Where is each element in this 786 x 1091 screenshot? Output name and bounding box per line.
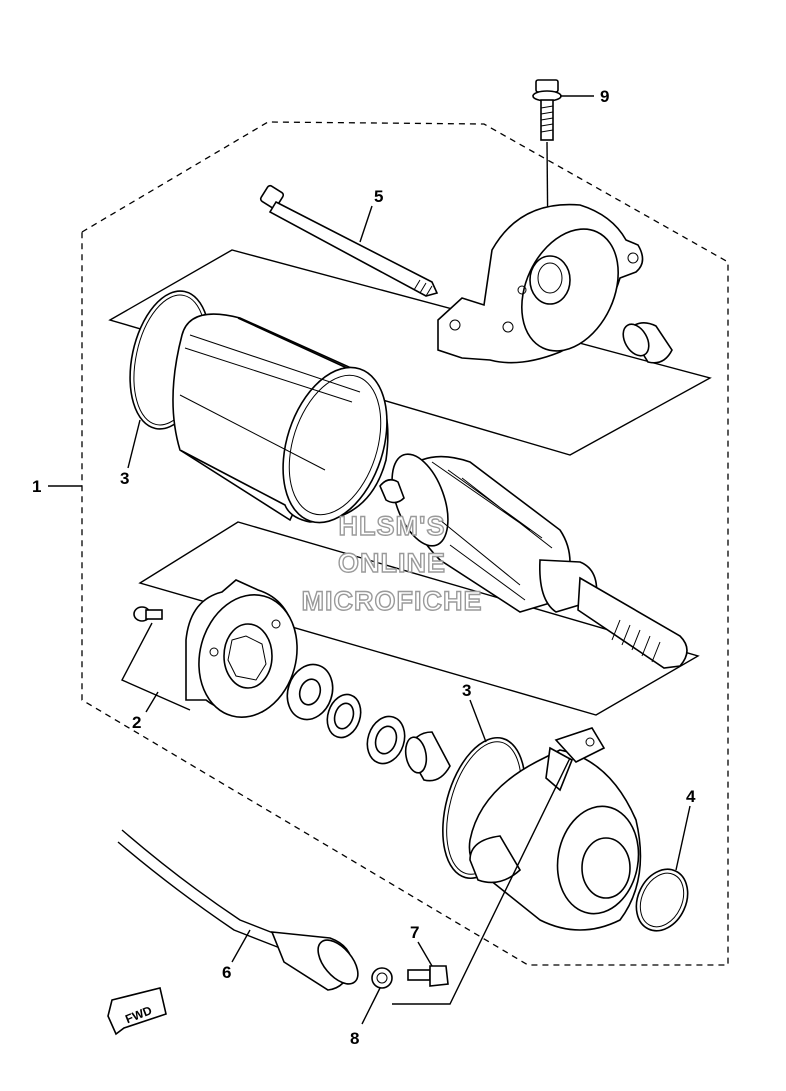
callout-3-upper: 3 xyxy=(120,469,129,488)
yoke-plane xyxy=(108,249,712,456)
callout-8: 8 xyxy=(350,1029,359,1048)
watermark-line-2: ONLINE xyxy=(338,548,446,578)
bearing xyxy=(366,715,406,765)
rear-cover xyxy=(437,203,644,364)
needle-bearing xyxy=(404,731,451,782)
brush-holder-cover xyxy=(468,727,642,931)
armature xyxy=(379,453,688,669)
washer-large xyxy=(286,663,334,721)
o-ring-4 xyxy=(635,868,689,932)
callout-7: 7 xyxy=(410,923,419,942)
leader-3a xyxy=(127,419,141,469)
fwd-arrow-icon: FWD xyxy=(107,987,167,1036)
armature-plane xyxy=(138,521,700,716)
screw-2 xyxy=(133,606,163,622)
callout-2: 2 xyxy=(132,713,141,732)
leader-8 xyxy=(361,987,381,1025)
leader-5 xyxy=(359,205,373,243)
yoke xyxy=(172,313,389,524)
leader-4 xyxy=(675,805,691,871)
nut-8 xyxy=(371,967,393,989)
callout-5: 5 xyxy=(374,187,383,206)
callout-4: 4 xyxy=(686,787,696,806)
through-bolt-5 xyxy=(259,184,439,297)
bushing xyxy=(622,322,673,364)
leader-6 xyxy=(231,929,251,963)
watermark-line-1: HLSM'S xyxy=(339,511,446,541)
leader-2 xyxy=(145,691,159,713)
watermark: HLSM'S ONLINE MICROFICHE xyxy=(301,510,483,616)
front-bracket xyxy=(185,579,298,718)
starter-cable-6 xyxy=(117,829,359,991)
watermark-line-3: MICROFICHE xyxy=(302,586,483,616)
callout-3-lower: 3 xyxy=(462,681,471,700)
leader-7 xyxy=(417,941,433,967)
washer-small xyxy=(326,693,362,739)
assembly-boundary xyxy=(81,121,729,966)
callout-9: 9 xyxy=(600,87,609,106)
leader-3b xyxy=(469,699,487,743)
terminal-leader xyxy=(392,757,571,1005)
callout-6: 6 xyxy=(222,963,231,982)
terminal-bolt-7 xyxy=(407,965,449,987)
screw-2-leader xyxy=(121,622,191,711)
callout-1: 1 xyxy=(32,477,41,496)
